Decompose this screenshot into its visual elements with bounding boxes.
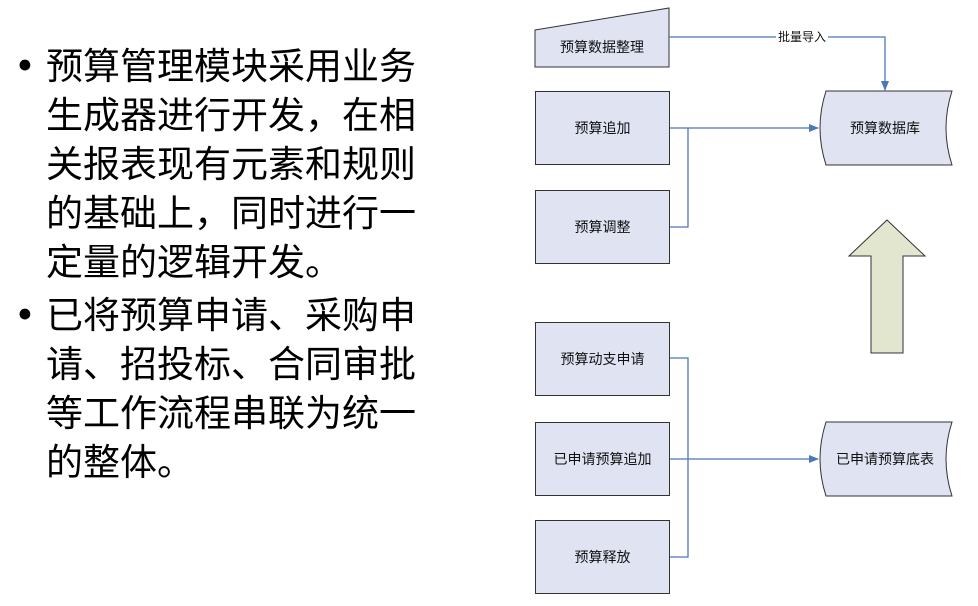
node-budget-add: 预算追加 [535, 91, 670, 165]
node-label: 已申请预算底表 [836, 452, 934, 468]
node-budget-release: 预算释放 [535, 520, 670, 594]
bullet-dot: • [14, 294, 36, 337]
bullet-dot: • [14, 45, 36, 88]
node-budget-data-organize: 预算数据整理 [535, 26, 669, 68]
spend-request-connector [669, 357, 689, 558]
bullet-list: • 预算管理模块采用业务生成器进行开发，在相关报表现有元素和规则的基础上，同时进… [8, 42, 428, 491]
node-label: 已申请预算追加 [553, 452, 652, 468]
bullet-item: • 已将预算申请、采购申请、招投标、合同审批等工作流程串联为统一的整体。 [8, 291, 428, 487]
node-requested-budget-base-table: 已申请预算底表 [818, 422, 952, 496]
node-label: 预算数据整理 [560, 40, 644, 56]
node-budget-db: 预算数据库 [818, 91, 952, 165]
batch-import-label: 批量导入 [776, 28, 829, 45]
node-label: 预算调整 [574, 220, 631, 236]
node-budget-spend-request: 预算动支申请 [535, 322, 670, 396]
node-label: 预算释放 [574, 550, 631, 566]
base-table-shape [819, 421, 953, 497]
adjust-connector [669, 128, 689, 228]
node-requested-budget-add: 已申请预算追加 [535, 422, 670, 496]
bullet-text: 预算管理模块采用业务生成器进行开发，在相关报表现有元素和规则的基础上，同时进行一… [46, 45, 416, 284]
bullet-text: 已将预算申请、采购申请、招投标、合同审批等工作流程串联为统一的整体。 [46, 294, 416, 484]
node-label: 预算数据库 [850, 121, 920, 137]
batch-import-connector [669, 36, 889, 91]
edge-label-text: 批量导入 [778, 30, 827, 44]
bullet-item: • 预算管理模块采用业务生成器进行开发，在相关报表现有元素和规则的基础上，同时进… [8, 42, 428, 287]
node-label: 预算追加 [574, 121, 631, 137]
node-budget-adjust: 预算调整 [535, 190, 670, 264]
budget-db-shape [819, 90, 953, 166]
node-label: 预算动支申请 [560, 352, 645, 368]
big-up-arrow [847, 219, 927, 354]
data-organize-shape [534, 7, 670, 68]
